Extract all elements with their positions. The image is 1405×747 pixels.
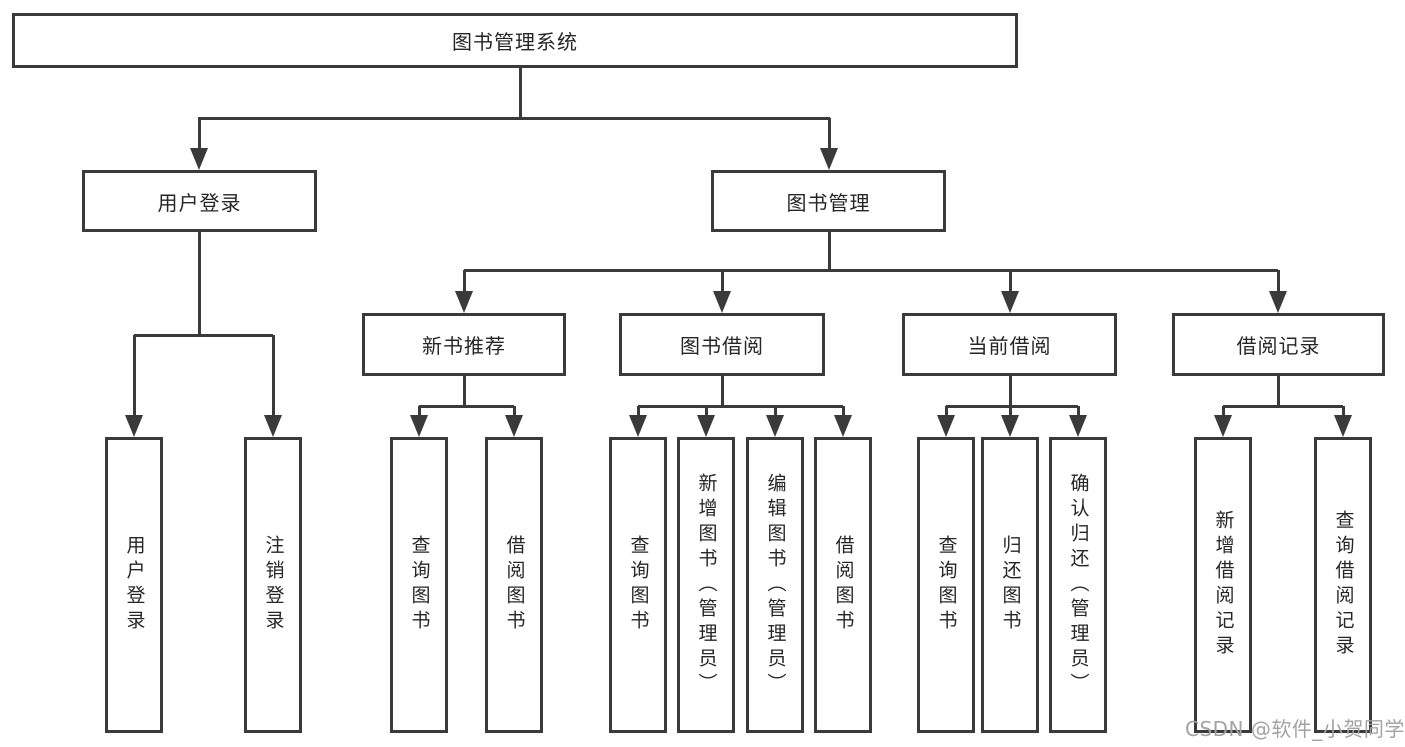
leaf-label: 用户登录 — [123, 535, 146, 635]
leaf-label: 新增图书（管理员） — [695, 472, 718, 698]
connector-line — [827, 232, 831, 270]
connector-line — [462, 376, 466, 406]
leaf-label: 查询图书 — [627, 535, 650, 635]
arrow-down-icon — [190, 148, 208, 170]
connector-line — [198, 116, 830, 120]
arrow-down-icon — [713, 291, 731, 313]
connector-line — [134, 333, 273, 337]
connector-line — [132, 335, 136, 421]
connector-line — [636, 406, 640, 421]
node-book-borrowing: 图书借阅 — [619, 313, 825, 376]
connector-line — [827, 118, 831, 154]
leaf-return-book: 归还图书 — [981, 437, 1039, 733]
leaf-label: 编辑图书（管理员） — [764, 472, 787, 698]
connector-line — [512, 406, 516, 421]
connector-line — [1008, 270, 1012, 297]
arrow-down-icon — [505, 415, 523, 437]
arrow-down-icon — [697, 415, 715, 437]
leaf-label: 查询图书 — [408, 535, 431, 635]
connector-line — [1276, 270, 1280, 297]
connector-line — [417, 406, 421, 421]
leaf-borrow-book-1: 借阅图书 — [485, 437, 543, 733]
connector-line — [1223, 404, 1343, 408]
leaf-add-borrow-record: 新增借阅记录 — [1194, 437, 1252, 733]
arrow-down-icon — [820, 148, 838, 170]
arrow-down-icon — [1001, 415, 1019, 437]
leaf-query-book-3: 查询图书 — [917, 437, 975, 733]
arrow-down-icon — [1214, 415, 1232, 437]
connector-line — [464, 268, 1278, 272]
node-current-borrowing: 当前借阅 — [902, 313, 1117, 376]
node-user-login: 用户登录 — [82, 170, 317, 232]
connector-line — [271, 335, 275, 421]
leaf-label: 借阅图书 — [832, 535, 855, 635]
connector-line — [704, 406, 708, 421]
connector-line — [773, 406, 777, 421]
connector-line — [841, 406, 845, 421]
leaf-label: 新增借阅记录 — [1212, 510, 1235, 660]
connector-line — [1221, 406, 1225, 421]
leaf-query-borrow-record: 查询借阅记录 — [1314, 437, 1372, 733]
arrow-down-icon — [264, 415, 282, 437]
connector-line — [197, 118, 201, 154]
arrow-down-icon — [455, 291, 473, 313]
connector-line — [1076, 406, 1080, 421]
connector-line — [638, 404, 843, 408]
connector-line — [197, 232, 201, 335]
connector-line — [518, 68, 522, 118]
connector-line — [419, 404, 514, 408]
connector-line — [462, 270, 466, 297]
leaf-label: 归还图书 — [999, 535, 1022, 635]
node-borrowing-records: 借阅记录 — [1172, 313, 1385, 376]
leaf-label: 注销登录 — [262, 535, 285, 635]
node-book-management: 图书管理 — [711, 170, 946, 232]
arrow-down-icon — [937, 415, 955, 437]
arrow-down-icon — [125, 415, 143, 437]
connector-line — [1008, 376, 1012, 406]
arrow-down-icon — [1269, 291, 1287, 313]
connector-line — [946, 404, 1078, 408]
csdn-watermark: CSDN @软件_小贺同学 — [1185, 717, 1405, 741]
connector-line — [1008, 406, 1012, 421]
leaf-edit-book-admin: 编辑图书（管理员） — [746, 437, 804, 733]
node-library-management-system: 图书管理系统 — [12, 13, 1018, 68]
leaf-add-book-admin: 新增图书（管理员） — [677, 437, 735, 733]
connector-line — [944, 406, 948, 421]
leaf-label: 查询借阅记录 — [1332, 510, 1355, 660]
leaf-query-book-2: 查询图书 — [609, 437, 667, 733]
arrow-down-icon — [1001, 291, 1019, 313]
connector-line — [1276, 376, 1280, 406]
connector-line — [1341, 406, 1345, 421]
arrow-down-icon — [410, 415, 428, 437]
leaf-logout: 注销登录 — [244, 437, 302, 733]
node-new-book-recommendation: 新书推荐 — [362, 313, 566, 376]
arrow-down-icon — [629, 415, 647, 437]
leaf-label: 确认归还（管理员） — [1067, 472, 1090, 698]
arrow-down-icon — [766, 415, 784, 437]
leaf-query-book-1: 查询图书 — [390, 437, 448, 733]
leaf-confirm-return-admin: 确认归还（管理员） — [1049, 437, 1107, 733]
connector-line — [720, 270, 724, 297]
leaf-label: 查询图书 — [935, 535, 958, 635]
leaf-user-login: 用户登录 — [105, 437, 163, 733]
leaf-label: 借阅图书 — [503, 535, 526, 635]
arrow-down-icon — [1334, 415, 1352, 437]
leaf-borrow-book-2: 借阅图书 — [814, 437, 872, 733]
arrow-down-icon — [1069, 415, 1087, 437]
connector-line — [720, 376, 724, 406]
arrow-down-icon — [834, 415, 852, 437]
